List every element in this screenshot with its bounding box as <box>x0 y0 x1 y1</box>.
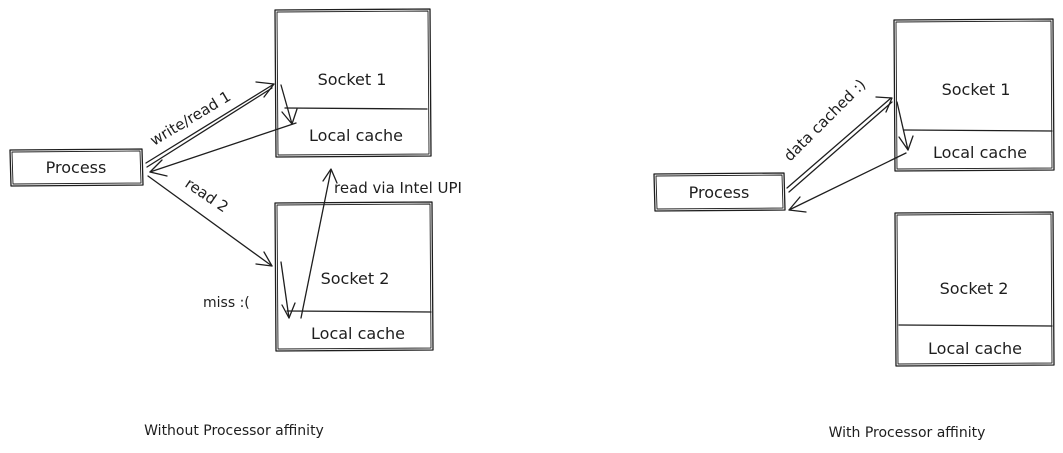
arrow-line <box>280 261 290 319</box>
diagram-with-affinity: Process Socket 1 Local cache Socket 2 Lo… <box>653 18 1055 441</box>
socket-1-box <box>893 18 1055 172</box>
socket-1-cache-divider <box>903 129 1053 132</box>
socket-2-cache-divider <box>286 310 432 313</box>
socket-2-box <box>274 201 434 352</box>
arrow-line-sketch <box>146 87 273 168</box>
edge-label-read-2: read 2 <box>182 174 232 216</box>
arrow-cache-to-process <box>788 152 907 213</box>
socket-2-node: Socket 2 Local cache <box>894 211 1055 367</box>
arrow-head <box>281 302 296 319</box>
diagram-without-affinity: Process Socket 1 Local cache Socket 2 Lo… <box>9 8 462 439</box>
socket-1-cache-divider <box>284 107 428 110</box>
caption-without-affinity: Without Processor affinity <box>144 423 324 439</box>
arrow-miss <box>280 261 296 319</box>
arrow-read-2 <box>147 175 273 267</box>
edge-label-read-via-upi: read via Intel UPI <box>334 179 462 197</box>
arrow-head <box>255 251 273 267</box>
socket-1-label: Socket 1 <box>942 80 1011 99</box>
socket-2-box-sketch <box>896 213 1053 365</box>
arrow-read-via-upi <box>300 168 338 319</box>
process-label: Process <box>46 158 107 177</box>
arrow-write-read-1 <box>145 81 275 168</box>
arrow-head <box>149 159 168 177</box>
socket-2-cache-divider <box>898 324 1053 327</box>
process-box-sketch <box>11 150 142 185</box>
socket-1-cache-label: Local cache <box>309 126 403 145</box>
edge-label-data-cached: data cached :) <box>780 76 869 165</box>
arrow-line <box>788 152 907 211</box>
arrow-into-socket-1-cache <box>280 84 298 125</box>
socket-1-node: Socket 1 Local cache <box>893 18 1055 172</box>
socket-2-box-sketch <box>276 203 432 350</box>
arrow-line <box>896 101 909 151</box>
socket-1-box-sketch <box>895 20 1053 170</box>
arrow-head <box>898 135 914 151</box>
arrow-head <box>322 168 338 184</box>
socket-1-box <box>274 8 432 158</box>
socket-2-label: Socket 2 <box>321 269 390 288</box>
arrow-line <box>145 83 275 164</box>
socket-1-node: Socket 1 Local cache <box>274 8 432 158</box>
arrow-head <box>255 81 275 98</box>
arrow-line <box>147 175 273 267</box>
process-node: Process <box>9 148 144 187</box>
socket-2-box <box>894 211 1055 367</box>
socket-2-cache-label: Local cache <box>311 324 405 343</box>
process-box <box>653 172 786 212</box>
arrow-line <box>149 122 297 173</box>
caption-with-affinity: With Processor affinity <box>829 425 986 441</box>
arrow-line-sketch <box>788 101 893 193</box>
process-box <box>9 148 144 187</box>
arrow-line <box>280 84 293 125</box>
arrow-head <box>788 196 807 213</box>
arrow-line <box>786 97 892 189</box>
socket-2-label: Socket 2 <box>940 279 1009 298</box>
arrow-cache-to-process <box>149 122 297 177</box>
edge-label-miss: miss :( <box>203 295 250 311</box>
socket-1-box-sketch <box>276 10 430 156</box>
arrow-line <box>300 169 332 319</box>
socket-2-cache-label: Local cache <box>928 339 1022 358</box>
socket-1-label: Socket 1 <box>318 70 387 89</box>
socket-2-node: Socket 2 Local cache <box>274 201 434 352</box>
socket-1-cache-label: Local cache <box>933 143 1027 162</box>
process-label: Process <box>689 183 750 202</box>
arrow-data-cached <box>786 96 893 193</box>
process-node: Process <box>653 172 786 212</box>
arrow-head <box>875 96 893 113</box>
arrow-into-socket-1-cache <box>896 101 914 151</box>
arrow-head <box>281 108 298 125</box>
process-box-sketch <box>655 174 784 210</box>
